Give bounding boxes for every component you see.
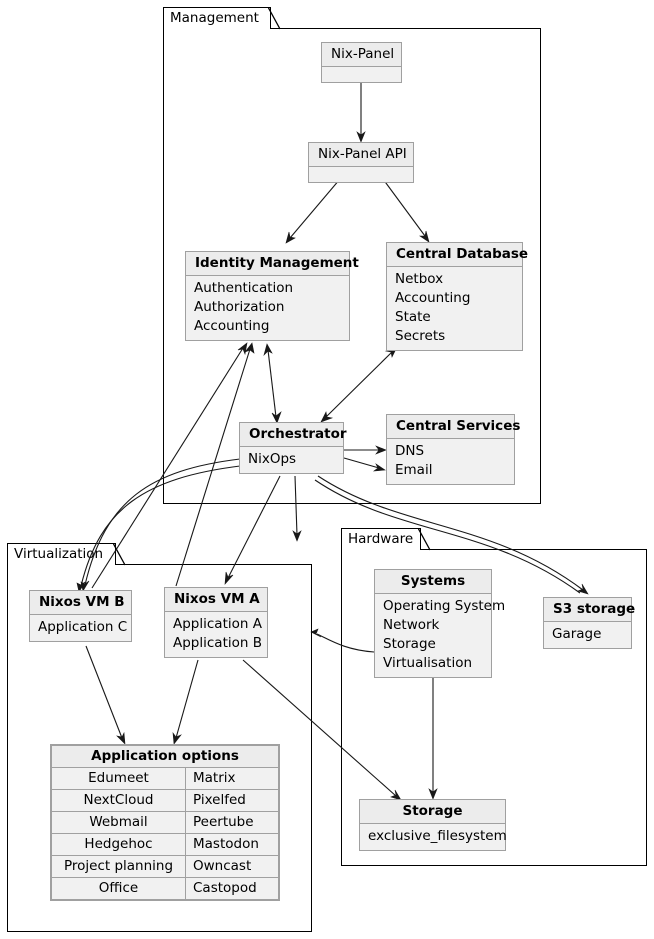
node-orchestrator-body: NixOps	[240, 447, 343, 473]
node-systems-title: Systems	[375, 570, 491, 594]
node-nix-panel-api-title: Nix-Panel API	[309, 143, 413, 167]
node-item: Network	[383, 617, 440, 633]
table-header-row: Application options	[51, 745, 279, 768]
node-central-database-body: Netbox Accounting State Secrets	[387, 267, 522, 350]
package-hardware-label: Hardware	[348, 531, 414, 547]
node-nix-panel-api-body	[309, 167, 413, 182]
package-virtualization-tab: Virtualization	[7, 543, 126, 566]
package-management-label: Management	[170, 10, 259, 26]
app-option-left: Hedgehoc	[51, 833, 186, 856]
node-item: Accounting	[194, 318, 270, 334]
node-nix-panel-body	[322, 67, 401, 82]
package-tab-slant-icon	[113, 543, 126, 566]
app-option-left: NextCloud	[51, 789, 186, 812]
node-storage[interactable]: Storage exclusive_filesystem	[359, 799, 507, 851]
app-option-right: Castopod	[185, 877, 279, 900]
node-s3-storage[interactable]: S3 storage Garage	[543, 597, 635, 649]
node-nixos-vm-a-title: Nixos VM A	[165, 588, 267, 612]
node-nixos-vm-a[interactable]: Nixos VM A Application A Application B	[164, 587, 268, 658]
app-option-left: Project planning	[51, 855, 186, 878]
app-option-left: Webmail	[51, 811, 186, 834]
app-option-right: Owncast	[185, 855, 279, 878]
app-option-right: Peertube	[185, 811, 279, 834]
node-storage-body: exclusive_filesystem	[360, 824, 507, 850]
node-storage-title: Storage	[360, 800, 505, 824]
node-item: Accounting	[395, 290, 471, 306]
node-application-options[interactable]: Application options Edumeet Matrix NextC…	[50, 744, 280, 901]
node-item: State	[395, 309, 431, 325]
node-item: Secrets	[395, 328, 446, 344]
package-hardware-tab: Hardware	[341, 528, 431, 551]
node-item: Garage	[552, 626, 602, 642]
node-item: Netbox	[395, 271, 444, 287]
node-item: Email	[395, 462, 433, 478]
node-nixos-vm-b[interactable]: Nixos VM B Application C	[29, 590, 132, 642]
node-orchestrator[interactable]: Orchestrator NixOps	[239, 422, 347, 474]
package-management-tab: Management	[163, 7, 281, 30]
package-virtualization-label: Virtualization	[14, 546, 104, 562]
table-row[interactable]: Hedgehoc Mastodon	[51, 833, 279, 856]
node-central-services-body: DNS Email	[387, 439, 514, 484]
package-tab-slant-icon	[418, 528, 431, 551]
node-nixos-vm-a-body: Application A Application B	[165, 612, 267, 657]
node-item: Application C	[38, 619, 128, 635]
node-item: Application B	[173, 635, 262, 651]
app-option-right: Pixelfed	[185, 789, 279, 812]
node-nix-panel[interactable]: Nix-Panel	[321, 42, 402, 83]
node-central-database-title: Central Database	[387, 243, 528, 267]
app-option-left: Edumeet	[51, 767, 186, 790]
node-item: exclusive_filesystem	[368, 828, 507, 844]
node-item: Authentication	[194, 280, 294, 296]
node-item: DNS	[395, 443, 425, 459]
node-central-services[interactable]: Central Services DNS Email	[386, 414, 520, 485]
table-row[interactable]: Edumeet Matrix	[51, 767, 279, 790]
node-orchestrator-title: Orchestrator	[240, 423, 347, 447]
table-row[interactable]: Webmail Peertube	[51, 811, 279, 834]
node-s3-storage-title: S3 storage	[544, 598, 635, 622]
node-identity-management-body: Authentication Authorization Accounting	[186, 276, 349, 340]
node-nix-panel-title: Nix-Panel	[322, 43, 401, 67]
node-item: Application A	[173, 616, 262, 632]
node-systems[interactable]: Systems Operating System Network Storage…	[374, 569, 506, 678]
node-item: NixOps	[248, 451, 297, 467]
node-systems-body: Operating System Network Storage Virtual…	[375, 594, 506, 677]
table-row[interactable]: NextCloud Pixelfed	[51, 789, 279, 812]
node-central-database[interactable]: Central Database Netbox Accounting State…	[386, 242, 528, 351]
node-central-services-title: Central Services	[387, 415, 520, 439]
node-item: Authorization	[194, 299, 285, 315]
app-option-left: Office	[51, 877, 186, 900]
node-identity-management[interactable]: Identity Management Authentication Autho…	[185, 251, 359, 341]
app-option-right: Matrix	[185, 767, 279, 790]
package-tab-slant-icon	[268, 7, 281, 30]
node-s3-storage-body: Garage	[544, 622, 631, 648]
node-nixos-vm-b-title: Nixos VM B	[30, 591, 131, 615]
app-option-right: Mastodon	[185, 833, 279, 856]
node-item: Operating System	[383, 598, 506, 614]
node-nix-panel-api[interactable]: Nix-Panel API	[308, 142, 414, 183]
application-options-header: Application options	[51, 745, 279, 768]
node-identity-management-title: Identity Management	[186, 252, 359, 276]
node-item: Virtualisation	[383, 655, 473, 671]
node-item: Storage	[383, 636, 436, 652]
table-row[interactable]: Project planning Owncast	[51, 855, 279, 878]
node-nixos-vm-b-body: Application C	[30, 615, 131, 641]
table-row[interactable]: Office Castopod	[51, 877, 279, 900]
